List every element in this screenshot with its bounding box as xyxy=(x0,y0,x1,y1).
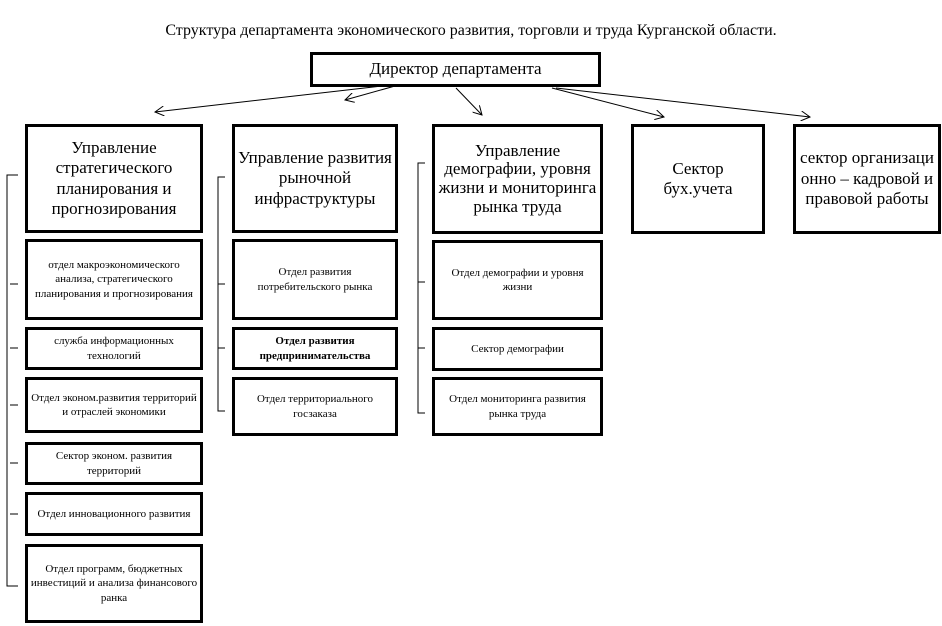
col1-unit: Отдел эконом.развития территорий и отрас… xyxy=(25,377,203,433)
col3-unit: Сектор демографии xyxy=(432,327,603,371)
sector-accounting: Сектор бух.учета xyxy=(631,124,765,234)
arrow-to-col2 xyxy=(345,85,396,100)
col1-unit: служба информационных технологий xyxy=(25,327,203,370)
col1-header: Управление стратегического планирования … xyxy=(25,124,203,233)
col3-unit: Отдел демографии и уровня жизни xyxy=(432,240,603,320)
col2-header: Управление развития рыночной инфраструкт… xyxy=(232,124,398,233)
arrow-to-sector-buh xyxy=(551,87,664,117)
col3-header: Управление демографии, уровня жизни и мо… xyxy=(432,124,603,234)
bracket-col2 xyxy=(217,176,225,412)
arrow-to-sector-org xyxy=(555,87,810,117)
director-box: Директор департамента xyxy=(310,52,601,87)
col3-unit: Отдел мониторинга развития рынка труда xyxy=(432,377,603,436)
chart-title: Структура департамента экономического ра… xyxy=(165,22,777,39)
arrow-to-col1 xyxy=(155,85,383,112)
col2-unit: Отдел развития потребительского рынка xyxy=(232,239,398,320)
bracket-col3 xyxy=(417,162,425,414)
sector-hr-legal: сектор организационно – кадровой и право… xyxy=(793,124,941,234)
col1-unit: Отдел инновационного развития xyxy=(25,492,203,536)
bracket-col1 xyxy=(6,174,18,587)
col1-unit: отдел макроэкономического анализа, страт… xyxy=(25,239,203,320)
col2-unit: Отдел территориального госзаказа xyxy=(232,377,398,436)
col1-unit: Отдел программ, бюджетных инвестиций и а… xyxy=(25,544,203,623)
col2-unit: Отдел развития предпринимательства xyxy=(232,327,398,370)
arrow-to-col3 xyxy=(455,87,482,115)
col1-unit: Сектор эконом. развития территорий xyxy=(25,442,203,485)
